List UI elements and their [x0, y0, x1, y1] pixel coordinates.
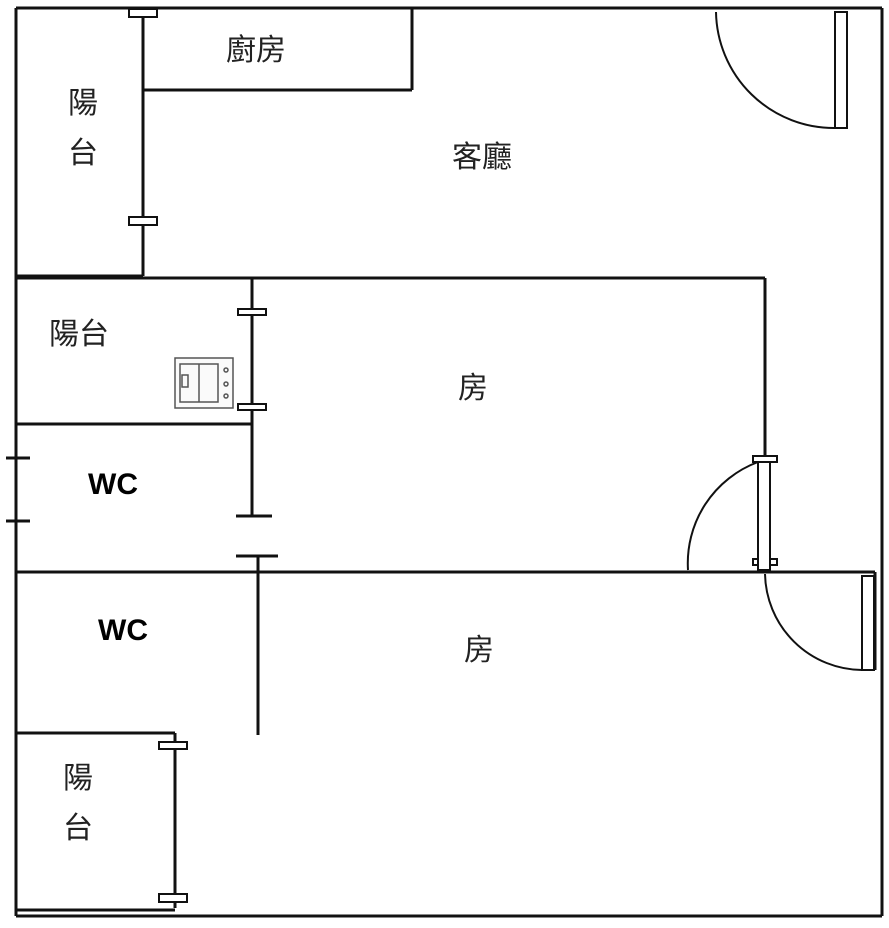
bedroom-upper-label: 房	[458, 371, 488, 406]
living-room-label: 客廳	[452, 140, 512, 175]
wc-upper-label: WC	[88, 468, 138, 501]
balcony-bottom-label-2: 台	[63, 811, 93, 846]
upper-bedroom-door	[686, 461, 771, 571]
entry-door	[715, 11, 848, 130]
balcony-top-left-label-2: 台	[68, 136, 98, 171]
balcony-top-left-label-1: 陽	[68, 86, 98, 121]
wc-lower-label: WC	[98, 614, 148, 647]
bedroom-lower-label: 房	[464, 633, 494, 668]
kitchen-label: 廚房	[226, 33, 286, 68]
lower-bedroom-door	[764, 573, 875, 671]
washing-machine-icon	[174, 357, 234, 409]
balcony-middle-label: 陽台	[49, 317, 109, 352]
wall-end-caps	[6, 456, 278, 558]
outer-walls	[14, 6, 884, 918]
balcony-bottom-label-1: 陽	[63, 761, 93, 796]
interior-walls	[16, 8, 877, 912]
